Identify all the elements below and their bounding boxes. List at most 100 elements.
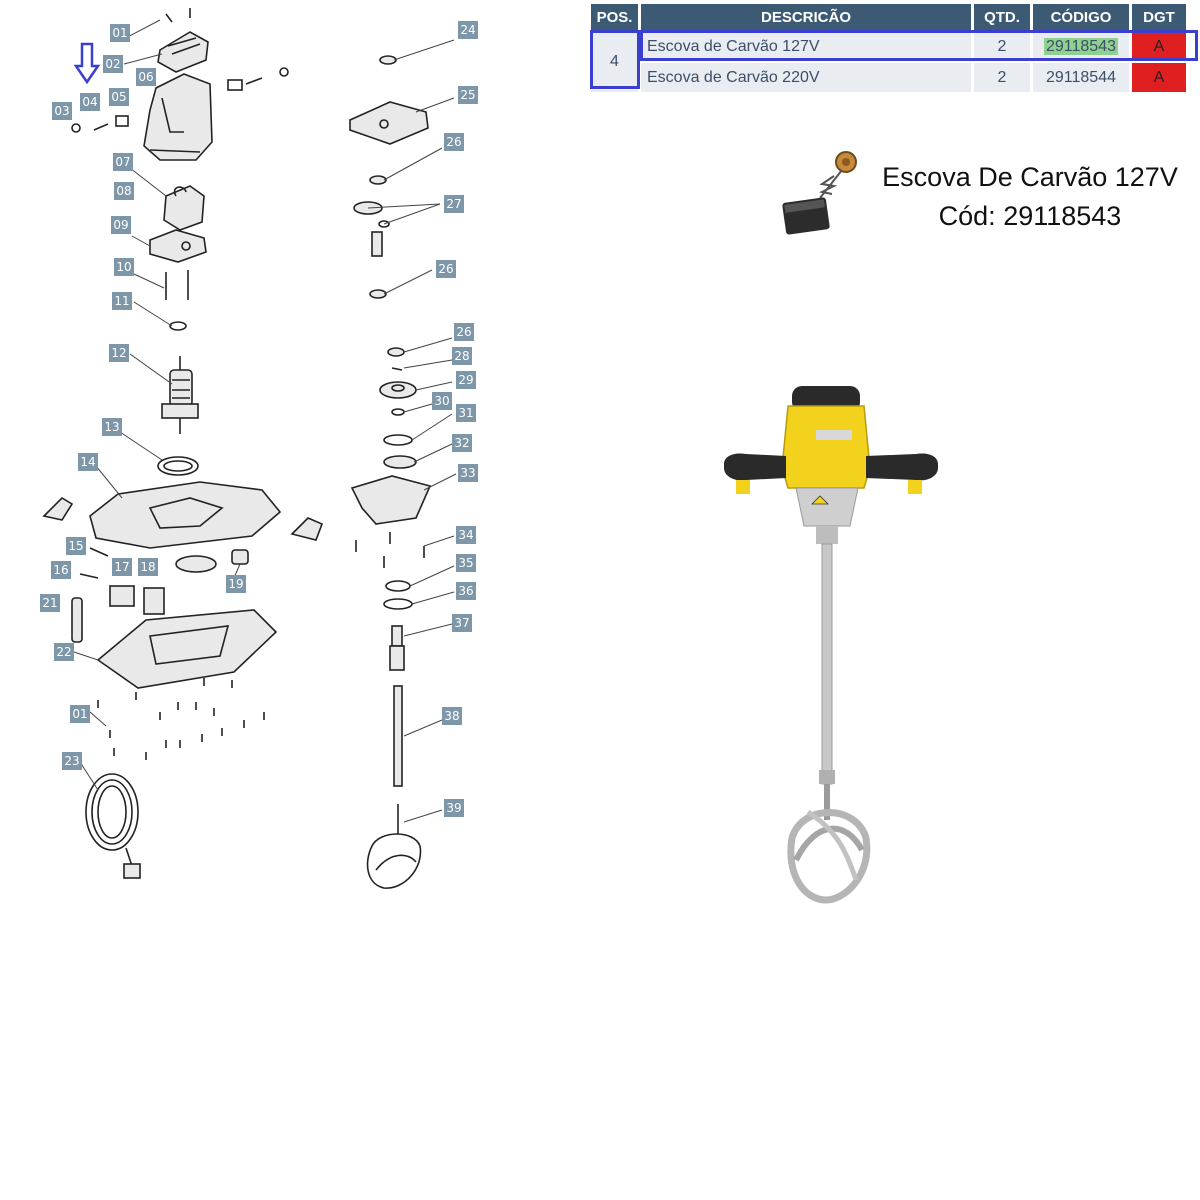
part-key-28 [391,367,403,371]
callout-label: 25 [460,88,475,102]
callout-label: 32 [454,436,469,450]
callout-26: 26 [454,323,474,341]
part-ring-13 [157,456,199,476]
callout-25: 25 [458,86,478,104]
callout-label: 04 [82,95,97,109]
callout-34: 34 [456,526,476,544]
cell-pos: 4 [591,30,641,92]
part-rings-35-36 [383,580,413,610]
callout-17: 17 [112,558,132,576]
callout-03: 03 [52,102,72,120]
product-title: Escova De Carvão 127V [882,162,1178,192]
callout-label: 02 [105,57,120,71]
callout-32: 32 [452,434,472,452]
part-washer-24 [379,55,397,65]
callout-07: 07 [113,153,133,171]
callout-18: 18 [138,558,158,576]
part-screws-01 [165,8,191,23]
callout-23: 23 [62,752,82,770]
part-screws-10-11 [165,270,189,331]
callout-37: 37 [452,614,472,632]
part-small-bits-03-05 [71,67,289,133]
parts-table: POS. DESCRICÃO QTD. CÓDIGO DGT 4 Escova … [591,4,1189,92]
exploded-parts-diagram: 0102030405060708091011121314151617181921… [40,8,478,889]
callout-01: 01 [110,24,130,42]
callout-05: 05 [109,88,129,106]
part-shaft-38 [393,685,403,787]
cell-qtd: 2 [972,61,1033,92]
part-base-22 [96,609,278,689]
down-arrow-icon [73,42,101,85]
part-bearing-26b [369,289,387,299]
part-housing-14 [42,481,324,573]
part-armature-12 [161,356,199,434]
cell-codigo: 29118544 [1031,61,1132,92]
part-gearbox-33 [350,475,432,525]
callout-15: 15 [66,537,86,555]
callout-10: 10 [114,258,134,276]
callout-26: 26 [436,260,456,278]
callout-39: 39 [444,799,464,817]
callout-label: 36 [458,584,473,598]
callout-label: 21 [42,596,57,610]
callout-26: 26 [444,133,464,151]
callout-36: 36 [456,582,476,600]
callout-label: 31 [458,406,473,420]
callout-label: 08 [116,184,131,198]
callout-27: 27 [444,195,464,213]
callout-04: 04 [80,93,100,111]
callout-label: 06 [138,70,153,84]
callout-16: 16 [51,561,71,579]
header-descricao: DESCRICÃO [639,4,974,31]
callout-label: 30 [434,394,449,408]
callout-label: 19 [228,577,243,591]
callout-19: 19 [226,575,246,593]
product-caption: Escova De Carvão 127V Cód: 29118543 [860,158,1200,236]
callout-21: 21 [40,594,60,612]
callout-06: 06 [136,68,156,86]
table-row: 4 Escova de Carvão 127V 2 29118543 A [591,30,1189,92]
callout-24: 24 [458,21,478,39]
callout-label: 26 [438,262,453,276]
callout-label: 38 [444,709,459,723]
part-switch-17-18 [79,547,165,615]
part-gear-27 [353,201,390,257]
callout-label: 26 [446,135,461,149]
callout-label: 37 [454,616,469,630]
callout-38: 38 [442,707,462,725]
cell-descricao: Escova de Carvão 220V [639,61,974,92]
cell-qtd: 2 [972,30,1033,62]
part-cover-02 [157,31,209,73]
callout-22: 22 [54,643,74,661]
callout-label: 09 [113,218,128,232]
part-gear-29 [379,381,417,399]
callout-label: 16 [53,563,68,577]
callout-label: 39 [446,801,461,815]
callout-29: 29 [456,371,476,389]
cell-descricao: Escova de Carvão 127V [639,30,974,62]
table-row: Escova de Carvão 220V 2 29118544 A [591,61,1189,92]
callout-label: 05 [111,90,126,104]
part-bearing-26c [387,347,405,357]
table-header-row: POS. DESCRICÃO QTD. CÓDIGO DGT [591,4,1189,31]
position-highlight-frame [590,30,640,89]
part-cable-guard-21 [71,597,83,643]
header-pos: POS. [591,4,641,31]
callout-14: 14 [78,453,98,471]
callout-label: 12 [111,346,126,360]
header-dgt: DGT [1130,4,1189,31]
callout-label: 22 [56,645,71,659]
header-qtd: QTD. [972,4,1033,31]
callout-08: 08 [114,182,134,200]
cell-dgt: A [1130,61,1189,92]
header-codigo: CÓDIGO [1031,4,1132,31]
part-flange-25 [349,101,429,145]
callout-label: 07 [115,155,130,169]
part-screws-01b [97,678,265,760]
part-knob-19 [231,549,249,565]
callout-label: 15 [68,539,83,553]
callout-label: 03 [54,104,69,118]
callout-31: 31 [456,404,476,422]
part-screws-34 [355,532,425,568]
